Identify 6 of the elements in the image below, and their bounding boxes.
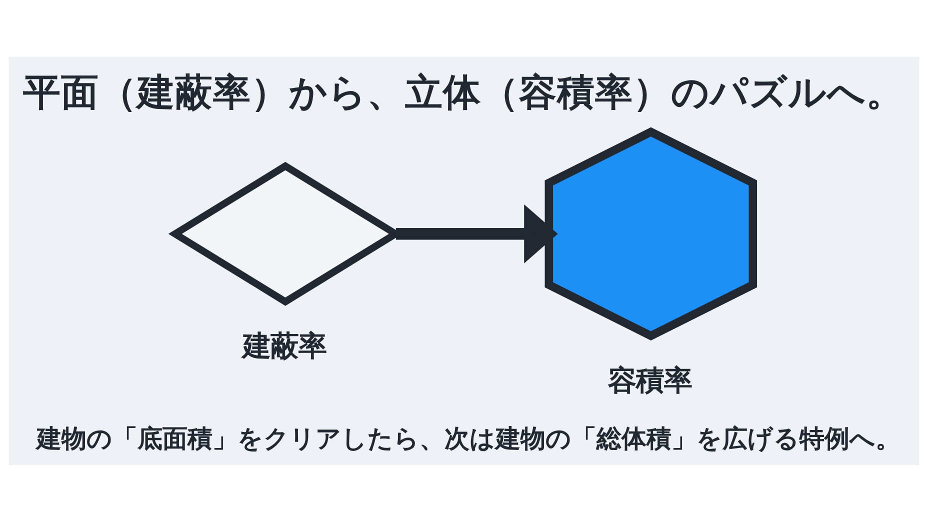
node-label: 容積率 [608,364,692,397]
caption: 建物の「底面積」をクリアしたら、次は建物の「総体積」を広げる特例へ。 [36,424,901,454]
arrow [396,204,558,264]
node-cube [544,127,758,340]
node-label: 建蔽率 [242,330,326,363]
diagram-title: 平面（建蔽率）から、立体（容積率）のパズルへ。 [22,70,904,114]
